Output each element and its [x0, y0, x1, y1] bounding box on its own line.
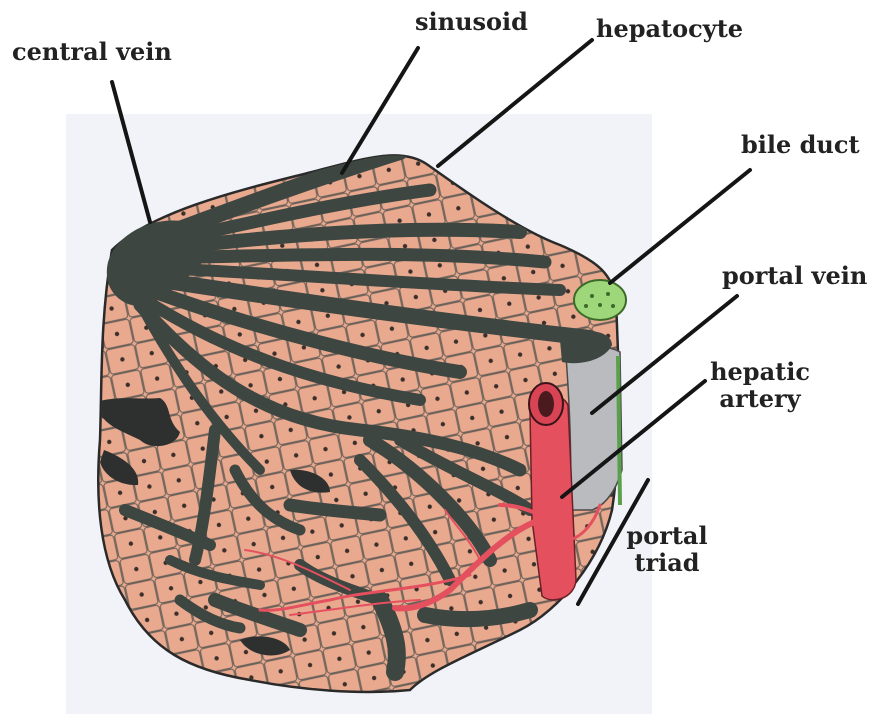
bile-duct-shape [574, 280, 626, 320]
label-hepatic-artery-line2: artery [700, 385, 820, 412]
label-hepatic-artery-line1: hepatic [700, 358, 820, 385]
label-hepatocyte: hepatocyte [596, 15, 743, 42]
label-portal-triad: portal triad [612, 522, 722, 576]
sinusoid [425, 610, 530, 619]
label-hepatic-artery: hepatic artery [700, 358, 820, 412]
label-bile-duct: bile duct [741, 131, 860, 158]
label-central-vein: central vein [12, 38, 172, 65]
label-portal-triad-line1: portal [612, 522, 722, 549]
label-portal-triad-line2: triad [612, 549, 722, 576]
portal-vein-stripe [618, 356, 620, 505]
label-sinusoid: sinusoid [415, 8, 528, 35]
label-portal-vein: portal vein [722, 262, 867, 289]
sinusoid [160, 254, 545, 262]
